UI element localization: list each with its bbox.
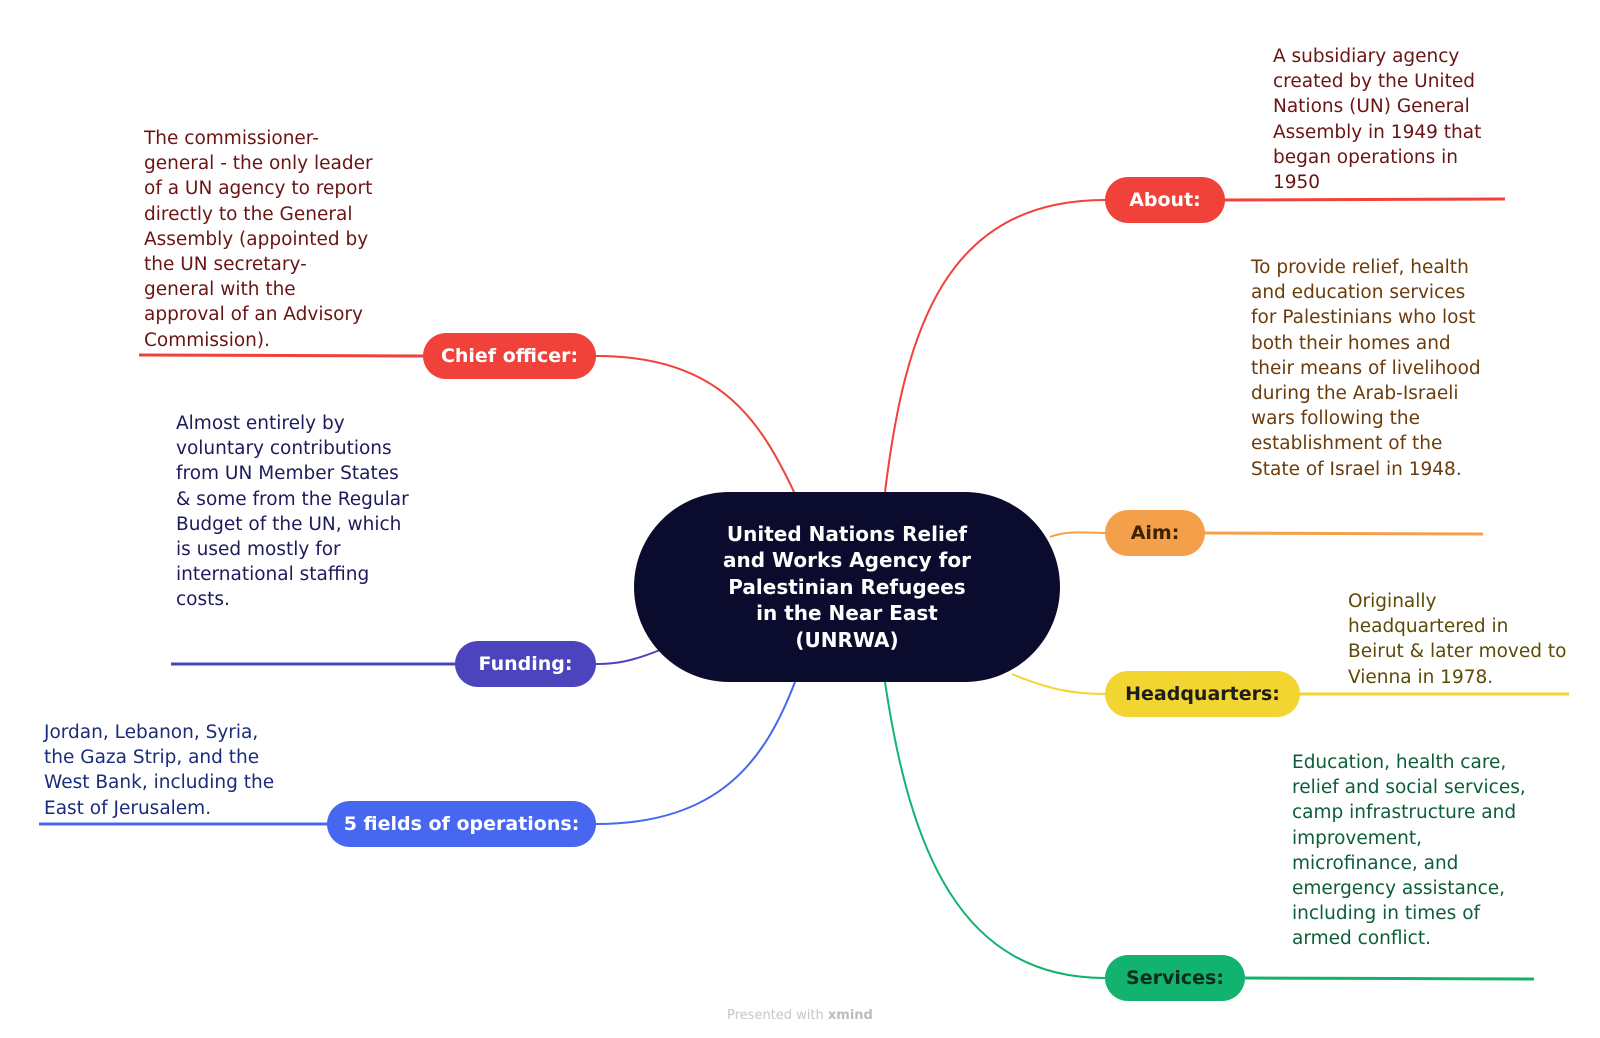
note-about: A subsidiary agency created by the Unite… (1273, 46, 1482, 194)
branch-fields-of-operations[interactable]: 5 fields of operations: (327, 801, 596, 847)
branch-aim[interactable]: Aim: (1105, 510, 1205, 556)
watermark-prefix: Presented with (727, 1008, 824, 1023)
link-fields (595, 681, 796, 825)
underline-about (1221, 197, 1506, 202)
branch-funding[interactable]: Funding: (455, 641, 596, 687)
note-headquarters: Originally headquartered in Beirut & lat… (1348, 591, 1567, 688)
underline-aim (1202, 531, 1484, 536)
note-chief-officer: The commissioner-general - the only lead… (144, 128, 373, 351)
branch-headquarters-label: Headquarters: (1125, 683, 1280, 705)
underline-services (1242, 976, 1535, 981)
note-fields: Jordan, Lebanon, Syria, the Gaza Strip, … (44, 722, 275, 819)
note-services: Education, health care, relief and socia… (1292, 752, 1526, 950)
branch-services[interactable]: Services: (1105, 955, 1245, 1001)
branch-funding-label: Funding: (478, 653, 573, 675)
watermark-brand: xmind (827, 1008, 873, 1023)
link-chief-officer (595, 355, 796, 495)
link-funding (595, 649, 661, 665)
underline-chief-officer (138, 353, 424, 358)
note-funding: Almost entirely by voluntary contributio… (176, 413, 409, 611)
branch-chief-officer-label: Chief officer: (440, 345, 579, 367)
link-services (884, 681, 1106, 979)
central-topic[interactable]: United Nations Relief and Works Agency f… (634, 492, 1060, 682)
branch-fields-label: 5 fields of operations: (343, 813, 580, 835)
watermark: Presented with xmind (727, 1008, 873, 1023)
branch-services-label: Services: (1126, 967, 1224, 989)
link-aim (1049, 531, 1106, 538)
branch-aim-label: Aim: (1130, 522, 1180, 544)
central-topic-label: United Nations Relief and Works Agency f… (723, 521, 971, 652)
branch-about-label: About: (1129, 189, 1201, 211)
branch-chief-officer[interactable]: Chief officer: (423, 333, 596, 379)
branch-headquarters[interactable]: Headquarters: (1105, 671, 1300, 717)
link-about (884, 199, 1106, 493)
link-headquarters (1011, 673, 1106, 695)
branch-about[interactable]: About: (1105, 177, 1225, 223)
note-aim: To provide relief, health and education … (1251, 257, 1481, 480)
